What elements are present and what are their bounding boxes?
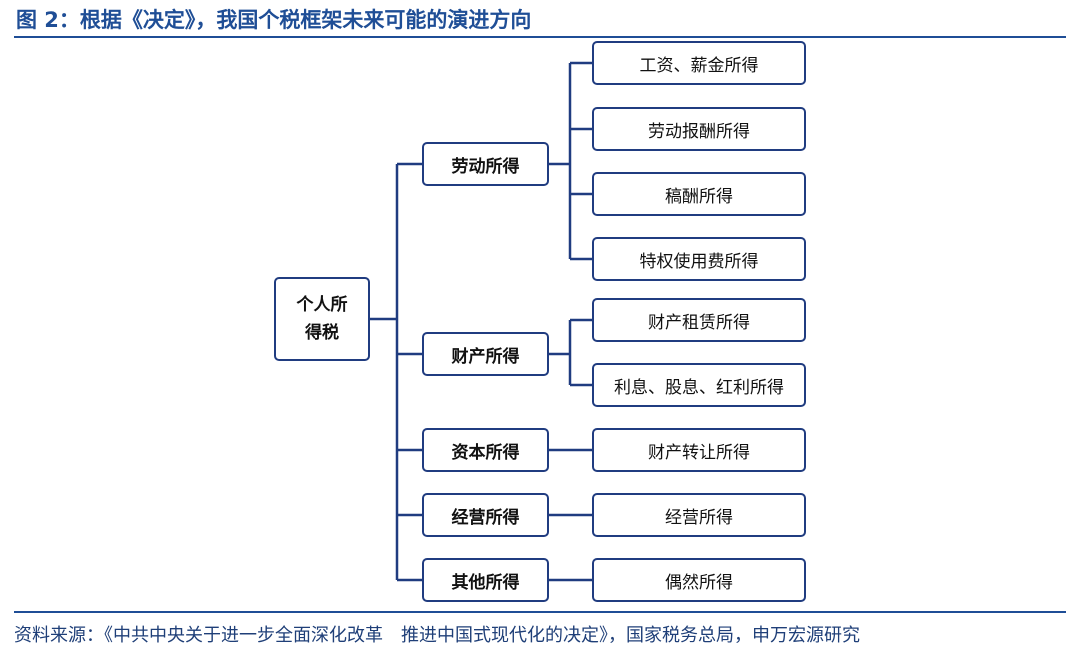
figure-title: 图 2：根据《决定》，我国个税框架未来可能的演进方向: [16, 8, 532, 32]
leaf-node-business-income: 经营所得: [592, 493, 806, 537]
leaf-node-property-transfer: 财产转让所得: [592, 428, 806, 472]
leaf-node-wages: 工资、薪金所得: [592, 41, 806, 85]
leaf-node-incidental-income: 偶然所得: [592, 558, 806, 602]
category-node-business: 经营所得: [422, 493, 549, 537]
category-node-labor: 劳动所得: [422, 142, 549, 186]
title-rule: [14, 36, 1066, 38]
root-label-line2: 得税: [305, 323, 339, 343]
root-label-line1: 个人所: [296, 295, 348, 315]
leaf-node-royalties: 特权使用费所得: [592, 237, 806, 281]
leaf-node-author-remuneration: 稿酬所得: [592, 172, 806, 216]
leaf-node-property-lease: 财产租赁所得: [592, 298, 806, 342]
category-node-property: 财产所得: [422, 332, 549, 376]
category-node-capital: 资本所得: [422, 428, 549, 472]
leaf-node-interest-dividends: 利息、股息、红利所得: [592, 363, 806, 407]
root-node: 个人所 得税: [274, 277, 370, 361]
leaf-node-labor-remuneration: 劳动报酬所得: [592, 107, 806, 151]
source-rule: [14, 611, 1066, 613]
source-note: 资料来源：《中共中央关于进一步全面深化改革 推进中国式现代化的决定》，国家税务总…: [14, 625, 860, 646]
category-node-other: 其他所得: [422, 558, 549, 602]
